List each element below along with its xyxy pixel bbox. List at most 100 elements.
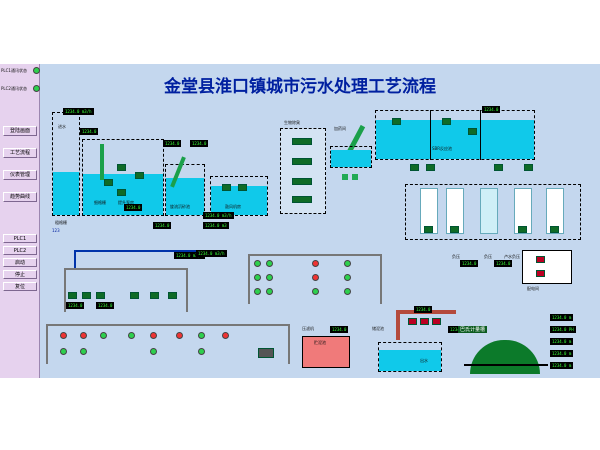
filter-2[interactable] <box>292 158 312 165</box>
filter-1[interactable] <box>292 138 312 145</box>
dosing-pump-6[interactable] <box>168 292 177 299</box>
sludge-lamp-8 <box>222 332 229 339</box>
blower-2[interactable] <box>238 184 247 191</box>
discharge-ground <box>470 340 540 374</box>
dosing-pump-4[interactable] <box>130 292 139 299</box>
storage-label: 贮泥池 <box>314 340 326 345</box>
effluent-display-2: 1234.0 PH <box>550 326 576 333</box>
sludge-lamp-6 <box>176 332 183 339</box>
outlet-label: 出水 <box>420 358 428 363</box>
sbr-divider-1 <box>430 110 431 160</box>
sbr-mixer-3[interactable] <box>468 128 477 135</box>
lift-pump-3[interactable] <box>117 189 126 196</box>
nav-button-trends[interactable]: 趋势曲线 <box>3 192 37 202</box>
panel-blower-1[interactable] <box>536 256 545 263</box>
sbr-outlet-pump-4[interactable] <box>524 164 533 171</box>
status-lamp-3 <box>254 274 261 281</box>
sludge-pipe <box>396 310 400 340</box>
rotary-label: 旋流沉砂池 <box>170 204 190 209</box>
pressure-label-3: 卢水负压 <box>504 254 520 259</box>
inlet-label: 进水 <box>58 124 66 129</box>
status-lamp-7 <box>312 260 319 267</box>
plc1-comm-status: PLC1通讯状态 <box>1 68 27 73</box>
screen-label: 粗格栅 <box>55 220 67 225</box>
sbr-mixer-2[interactable] <box>442 118 451 125</box>
dosing-pump-5[interactable] <box>150 292 159 299</box>
start-button[interactable]: 启动 <box>3 258 37 267</box>
sbr-water <box>376 120 534 159</box>
sbr-mixer-1[interactable] <box>392 118 401 125</box>
reading-display-a: 1234.0 <box>153 222 172 229</box>
total-volume-display: 1234.0 m3 <box>203 222 229 229</box>
status-lamp-8 <box>312 274 319 281</box>
status-lamp-6 <box>266 288 273 295</box>
rotary-level-display: 1234.0 <box>163 140 182 147</box>
sbr-outlet-pump-1[interactable] <box>410 164 419 171</box>
plc1-status-lamp <box>33 67 40 74</box>
meter-pump-1[interactable] <box>408 318 417 325</box>
dosing-pipe-drop <box>74 250 76 268</box>
membrane-hall <box>405 184 581 240</box>
pressure-label-2: 负压 <box>484 254 492 259</box>
status-lamp-10 <box>344 260 351 267</box>
effluent-display-3: 1234.0 m <box>550 338 574 345</box>
panel-label: 配电间 <box>527 286 539 291</box>
meter-pump-3[interactable] <box>432 318 441 325</box>
plc2-status-lamp <box>33 85 40 92</box>
dosing-pump-3[interactable] <box>96 292 105 299</box>
sbr-outlet-pump-3[interactable] <box>494 164 503 171</box>
sbr-label: SBR反应池 <box>432 146 453 151</box>
lift-pump-2[interactable] <box>117 164 126 171</box>
pressure-display-1: 1234.0 <box>460 260 479 267</box>
sludge-lamp-2 <box>80 332 87 339</box>
status-lamp-4 <box>266 274 273 281</box>
sbr-outlet-pump-2[interactable] <box>426 164 435 171</box>
nav-button-process[interactable]: 工艺流程 <box>3 148 37 158</box>
tank-bottom-label: 储泥池 <box>372 326 384 331</box>
valve-2[interactable] <box>352 174 358 180</box>
pressure-label-1: 负压 <box>452 254 460 259</box>
filter-3[interactable] <box>292 178 312 185</box>
scada-screen: 金堂县淮口镇城市污水处理工艺流程 PLC1通讯状态 PLC2通讯状态 登陆画面 … <box>0 64 600 378</box>
stop-button[interactable]: 停止 <box>3 270 37 279</box>
membrane-water-2 <box>446 188 464 234</box>
plc2-button[interactable]: PLC2 <box>3 246 37 255</box>
panel-box <box>522 250 572 284</box>
dosing-pump-2[interactable] <box>82 292 91 299</box>
membrane-water-4 <box>514 188 532 234</box>
sbr-feed-well <box>330 146 372 168</box>
lift-pump-4[interactable] <box>135 172 144 179</box>
plc1-button[interactable]: PLC1 <box>3 234 37 243</box>
meter-display-2: 1234.0 <box>448 326 467 333</box>
blower-1[interactable] <box>222 184 231 191</box>
dosing-room <box>64 268 188 312</box>
screen-conveyor <box>100 144 104 180</box>
dosing-pipe <box>74 250 196 252</box>
nav-button-instruments[interactable]: 仪表管理 <box>3 170 37 180</box>
filter-4[interactable] <box>292 196 312 203</box>
rotary-flow-display: 1234.0 <box>190 140 209 147</box>
membrane-water-5 <box>546 188 564 234</box>
blower-channel <box>210 176 268 216</box>
effluent-display-5: 1234.0 m <box>550 362 574 369</box>
membrane-pump-1[interactable] <box>424 226 433 233</box>
sludge-room <box>46 324 290 364</box>
valve-1[interactable] <box>342 174 348 180</box>
reset-button[interactable]: 复位 <box>3 282 37 291</box>
panel-blower-2[interactable] <box>536 270 545 277</box>
dosing-pump-1[interactable] <box>68 292 77 299</box>
grit-label: 细格栅 <box>94 200 106 205</box>
membrane-water-1 <box>420 188 438 234</box>
sludge-lamp-3 <box>100 332 107 339</box>
press-machine[interactable] <box>258 348 274 358</box>
plc2-comm-status: PLC2通讯状态 <box>1 86 27 91</box>
nav-button-login[interactable]: 登陆画面 <box>3 126 37 136</box>
membrane-pump-3[interactable] <box>518 226 527 233</box>
control-display: 1234.0 m3/h <box>196 250 227 257</box>
meter-pump-2[interactable] <box>420 318 429 325</box>
membrane-pump-2[interactable] <box>450 226 459 233</box>
membrane-pump-4[interactable] <box>550 226 559 233</box>
sludge-lamp-10 <box>80 348 87 355</box>
lift-pump-well <box>82 139 164 216</box>
lift-pump-1[interactable] <box>104 179 113 186</box>
